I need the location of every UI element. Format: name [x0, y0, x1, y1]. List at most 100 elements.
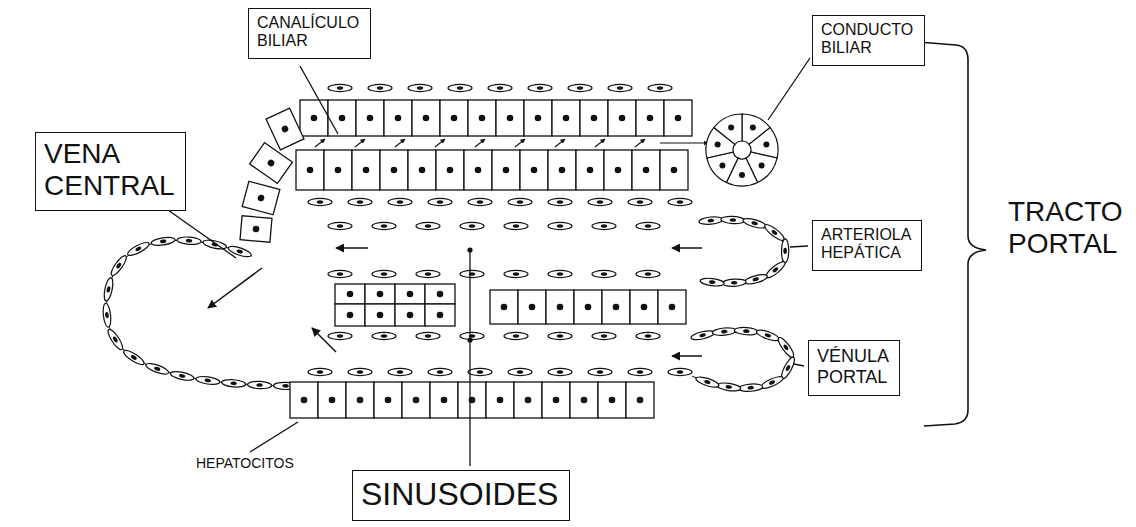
- endothelial-cell: [348, 368, 372, 375]
- endothelial-cell: [170, 370, 195, 382]
- endothelial-cell: [221, 379, 246, 388]
- hepatocyte: [384, 100, 412, 136]
- bracket: [918, 42, 986, 426]
- endothelial-cell: [742, 217, 767, 230]
- endothelial-cell: [416, 332, 440, 339]
- endothelial-cell: [372, 270, 396, 277]
- hepatocyte: [496, 100, 524, 136]
- endothelial-cell: [690, 329, 715, 341]
- hepatocyte: [518, 290, 546, 324]
- endothelial-cell: [460, 222, 484, 229]
- hepatocyte: [580, 100, 608, 136]
- endothelial-cell: [102, 303, 112, 328]
- endothelial-cell: [588, 368, 612, 375]
- endothelial-cell: [721, 216, 745, 225]
- hepatocyte: [250, 143, 293, 184]
- hepatocyte: [552, 100, 580, 136]
- label-box: VÉNULA PORTAL: [808, 340, 900, 396]
- endothelial-cell: [636, 222, 660, 229]
- flow-arrow: [395, 139, 405, 147]
- endothelial-cell: [755, 328, 780, 343]
- endothelial-cell: [734, 327, 758, 336]
- label-box: SINUSOIDES: [352, 470, 570, 521]
- endothelial-cell: [568, 84, 592, 91]
- endothelial-cell: [145, 361, 170, 376]
- endothelial-cell: [548, 368, 572, 375]
- hepatocyte: [412, 100, 440, 136]
- flow-arrow: [475, 139, 485, 147]
- hepatocyte: [626, 382, 654, 418]
- hepatocyte: [356, 100, 384, 136]
- hepatocyte: [380, 150, 408, 190]
- endothelial-cell: [428, 368, 452, 375]
- endothelial-cell: [712, 327, 737, 337]
- duct-nucleus: [750, 124, 756, 130]
- hepatocyte: [290, 382, 318, 418]
- hepatocyte: [242, 181, 280, 214]
- hepatocyte: [440, 100, 468, 136]
- endothelial-cell: [195, 375, 220, 385]
- endothelial-cell: [348, 198, 372, 205]
- label-text: SINUSOIDES: [361, 476, 558, 513]
- hepatocyte: [436, 150, 464, 190]
- duct-nucleus: [759, 163, 765, 169]
- hepatocyte: [324, 150, 352, 190]
- central-vein-wall: [107, 240, 292, 386]
- flow-arrow: [355, 139, 365, 147]
- hepatocyte: [335, 284, 365, 304]
- duct-nucleus: [719, 163, 725, 169]
- leader-line: [790, 246, 808, 247]
- hepatocyte: [608, 100, 636, 136]
- endothelial-cell: [122, 348, 146, 367]
- hepatocyte: [395, 304, 425, 326]
- hepatocyte: [335, 304, 365, 326]
- endothelial-cell: [700, 277, 725, 287]
- leader-dot: [467, 247, 472, 252]
- flow-arrow: [555, 139, 565, 147]
- endothelial-cell: [528, 84, 552, 91]
- hepatocyte: [520, 150, 548, 190]
- label-text: VÉNULA PORTAL: [817, 346, 888, 387]
- structure-label: TRACTO PORTAL: [1008, 196, 1123, 260]
- hepatocyte: [266, 108, 304, 150]
- flow-arrow: [672, 247, 702, 249]
- endothelial-cell: [372, 332, 396, 339]
- hepatocyte: [664, 100, 692, 136]
- flow-arrow: [635, 139, 645, 147]
- endothelial-cell: [668, 368, 692, 375]
- duct-cell: [714, 114, 742, 144]
- hepatocyte: [458, 382, 486, 418]
- flow-arrow: [312, 328, 336, 352]
- label-text: ARTERIOLA HEPÁTICA: [821, 226, 911, 263]
- endothelial-cell: [177, 236, 201, 245]
- hepatocyte: [365, 304, 395, 326]
- hepatocyte: [346, 382, 374, 418]
- endothelial-cell: [448, 84, 472, 91]
- endothelial-cell: [695, 375, 720, 389]
- leader-line: [168, 210, 236, 258]
- hepatocyte: [636, 100, 664, 136]
- endothelial-cell: [636, 332, 660, 339]
- endothelial-cell: [648, 84, 672, 91]
- hepatocyte: [486, 382, 514, 418]
- endothelial-cell: [668, 198, 692, 205]
- endothelial-cell: [328, 270, 352, 277]
- hepatocyte: [240, 216, 272, 243]
- label-box: ARTERIOLA HEPÁTICA: [812, 220, 922, 271]
- endothelial-cell: [760, 374, 785, 390]
- hepatocyte: [468, 100, 496, 136]
- endothelial-cell: [739, 383, 763, 392]
- endothelial-cell: [372, 222, 396, 229]
- hepatocyte: [570, 382, 598, 418]
- flow-arrow: [515, 139, 525, 147]
- hepatocyte: [598, 382, 626, 418]
- hepatocyte: [574, 290, 602, 324]
- endothelial-cell: [548, 222, 572, 229]
- leader-lines: [168, 42, 986, 466]
- hepatocyte: [425, 284, 455, 304]
- endothelial-cell: [106, 328, 125, 352]
- hepatocyte: [576, 150, 604, 190]
- hepatocyte: [300, 100, 328, 136]
- endothelial-cell: [776, 336, 796, 360]
- endothelial-cell: [608, 84, 632, 91]
